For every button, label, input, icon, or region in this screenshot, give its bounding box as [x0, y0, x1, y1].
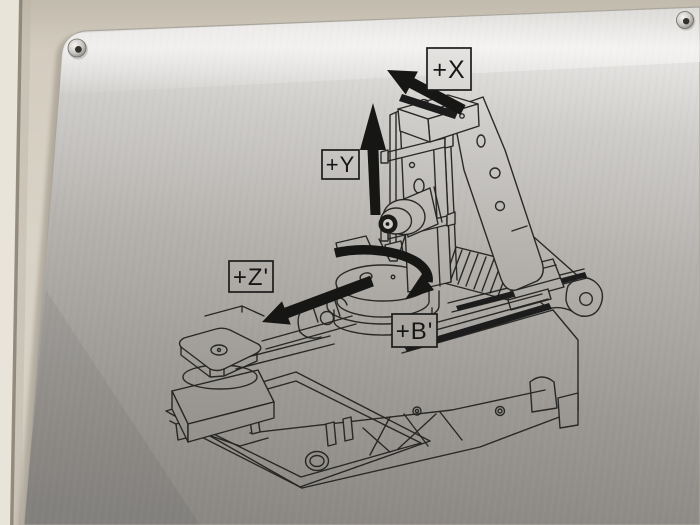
axis-arrows — [262, 70, 466, 325]
b-axis-rotation-arrow — [333, 245, 434, 300]
axis-label-b: +B' — [391, 313, 438, 348]
cabinet-edge-strip — [0, 0, 20, 525]
axis-label-y-text: +Y — [326, 152, 356, 177]
column-and-head — [380, 94, 544, 293]
x-axis-arrow — [387, 70, 466, 115]
machine-axis-diagram — [165, 94, 604, 489]
axis-label-y: +Y — [321, 149, 360, 180]
screw-top-right — [676, 11, 696, 31]
axis-label-x-text: +X — [432, 56, 465, 84]
axis-labels: +X +Y +Z' +B' — [228, 47, 472, 348]
head-top-shadow-band — [399, 94, 458, 119]
cabinet-edge-shade — [13, 0, 31, 525]
axis-label-z: +Z' — [228, 260, 274, 293]
axis-label-b-text: +B' — [396, 318, 434, 345]
z-axis-arrow — [262, 275, 374, 325]
spindle — [378, 186, 443, 262]
plate-sheen — [60, 7, 700, 94]
axis-label-x: +X — [426, 47, 472, 91]
cabinet-edge-groove — [10, 0, 23, 525]
plate-corner-shade — [24, 290, 200, 525]
pallet-station — [171, 305, 275, 443]
y-axis-arrow — [360, 103, 386, 215]
axis-label-z-text: +Z' — [233, 264, 269, 291]
screw-top-left — [67, 38, 88, 60]
